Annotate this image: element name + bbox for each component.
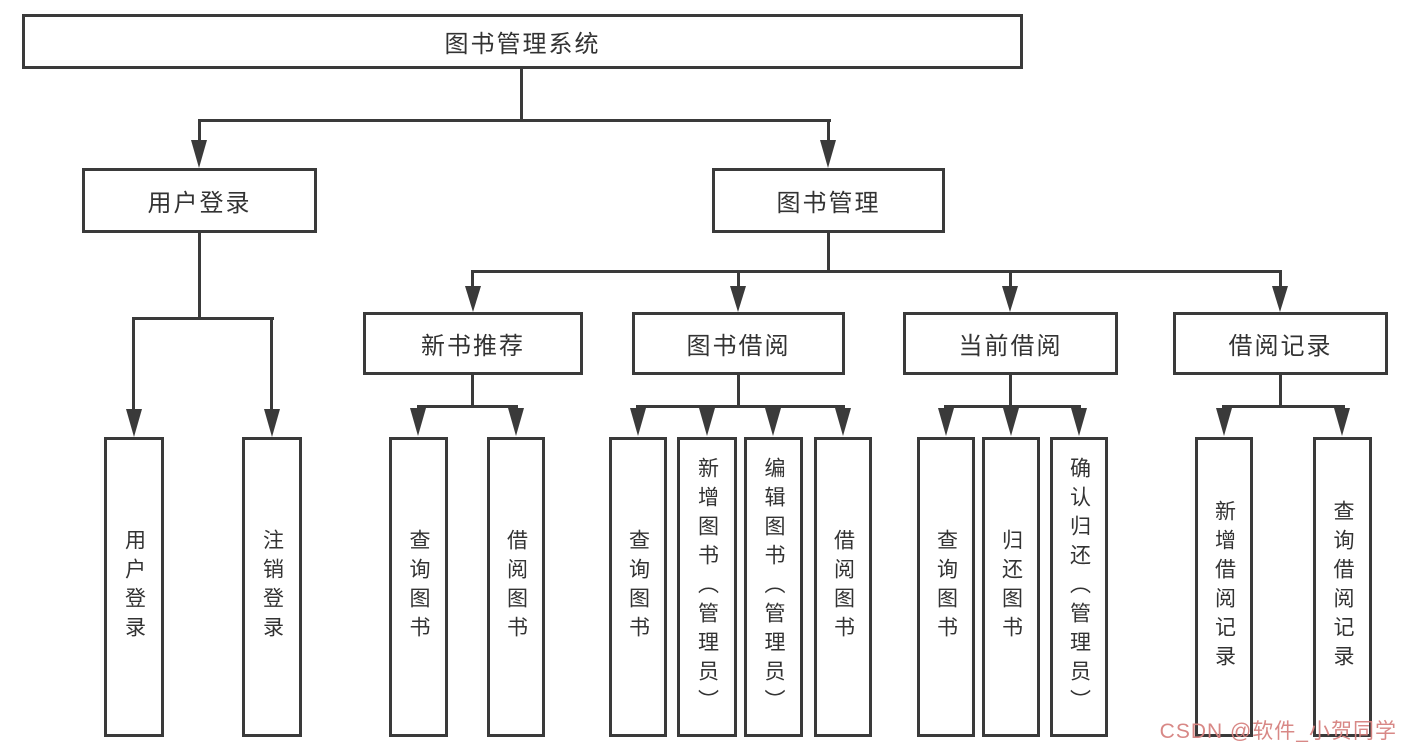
connector-cluster-stem <box>1009 375 1012 405</box>
connector-cluster-stem <box>471 375 474 405</box>
arrow-down-icon <box>1003 408 1019 436</box>
arrow-down-icon <box>630 408 646 436</box>
arrow-down-icon <box>835 408 851 436</box>
arrow-down-icon <box>465 286 481 312</box>
connector-user-login-branch <box>133 317 274 320</box>
node-new-book-recommend: 新书推荐 <box>363 312 583 375</box>
connector-cluster-branch <box>636 405 845 408</box>
leaf-query-borrow-record: 查询借阅记录 <box>1313 437 1372 737</box>
node-borrow-records: 借阅记录 <box>1173 312 1388 375</box>
connector-root-branch <box>198 119 831 122</box>
connector-drop-book-management <box>827 119 830 142</box>
connector-book-management-branch <box>471 270 1282 273</box>
arrow-down-icon <box>699 408 715 436</box>
leaf-borrow-books: 借阅图书 <box>814 437 872 737</box>
leaf-add-books-admin: 新增图书（管理员） <box>677 437 737 737</box>
arrow-down-icon <box>1216 408 1232 436</box>
connector-drop-module <box>1009 270 1012 286</box>
node-book-management: 图书管理 <box>712 168 945 233</box>
arrow-down-icon <box>410 408 426 436</box>
arrow-down-icon <box>191 140 207 168</box>
leaf-edit-books-admin: 编辑图书（管理员） <box>744 437 803 737</box>
leaf-query-books-current: 查询图书 <box>917 437 975 737</box>
leaf-add-borrow-record: 新增借阅记录 <box>1195 437 1253 737</box>
arrow-down-icon <box>1071 408 1087 436</box>
connector-root-stem <box>520 69 523 119</box>
connector-user-login-stem <box>198 233 201 317</box>
connector-drop-user-login <box>198 119 201 142</box>
arrow-down-icon <box>126 409 142 437</box>
leaf-query-books-borrow: 查询图书 <box>609 437 667 737</box>
arrow-down-icon <box>938 408 954 436</box>
node-root: 图书管理系统 <box>22 14 1023 69</box>
connector-cluster-branch <box>1222 405 1345 408</box>
connector-drop-module <box>1279 270 1282 286</box>
arrow-down-icon <box>820 140 836 168</box>
node-book-borrow: 图书借阅 <box>632 312 845 375</box>
csdn-watermark: CSDN @软件_小贺同学 <box>1159 720 1397 743</box>
leaf-user-login: 用户登录 <box>104 437 164 737</box>
leaf-logout-login: 注销登录 <box>242 437 302 737</box>
connector-drop-module <box>737 270 740 286</box>
leaf-query-books-recommend: 查询图书 <box>389 437 448 737</box>
leaf-confirm-return-admin: 确认归还（管理员） <box>1050 437 1108 737</box>
leaf-return-books: 归还图书 <box>982 437 1040 737</box>
connector-drop-leaf <box>270 317 273 410</box>
arrow-down-icon <box>1272 286 1288 312</box>
arrow-down-icon <box>765 408 781 436</box>
connector-book-management-stem <box>827 233 830 270</box>
connector-cluster-branch <box>944 405 1081 408</box>
leaf-borrow-books-recommend: 借阅图书 <box>487 437 545 737</box>
connector-cluster-branch <box>417 405 518 408</box>
connector-cluster-stem <box>737 375 740 405</box>
connector-drop-module <box>471 270 474 286</box>
connector-cluster-stem <box>1279 375 1282 405</box>
node-user-login: 用户登录 <box>82 168 317 233</box>
arrow-down-icon <box>730 286 746 312</box>
connector-drop-leaf <box>132 317 135 410</box>
arrow-down-icon <box>508 408 524 436</box>
arrow-down-icon <box>1002 286 1018 312</box>
arrow-down-icon <box>1334 408 1350 436</box>
node-current-borrow: 当前借阅 <box>903 312 1118 375</box>
arrow-down-icon <box>264 409 280 437</box>
